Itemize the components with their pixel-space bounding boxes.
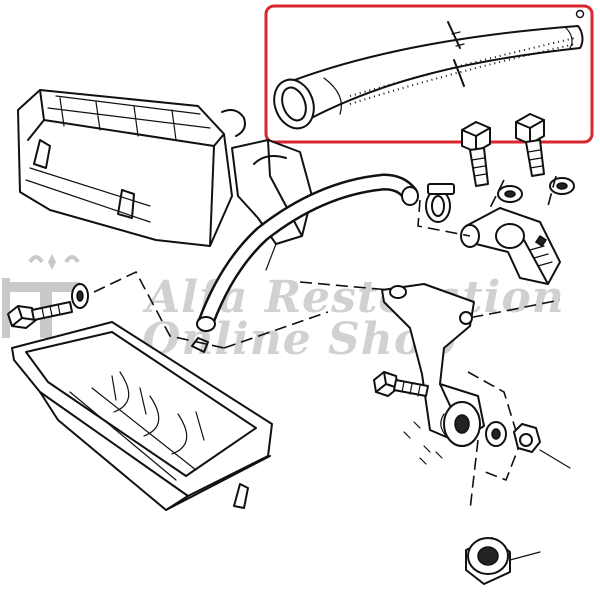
bolt-upper-left[interactable] xyxy=(461,121,491,187)
highlight-box xyxy=(264,4,594,144)
leader-line-nut xyxy=(539,449,571,469)
hose-clamp[interactable] xyxy=(425,183,455,223)
intake-hose[interactable] xyxy=(268,9,585,134)
bolt-lower-left[interactable] xyxy=(7,301,73,329)
washer-lower-left[interactable] xyxy=(71,283,89,309)
washer-upper-right[interactable] xyxy=(549,177,575,195)
air-filter-cover[interactable] xyxy=(17,89,246,247)
breather-hose[interactable] xyxy=(196,173,419,332)
bracket-bushing[interactable] xyxy=(440,401,481,447)
rubber-spacer[interactable] xyxy=(465,537,541,585)
bolt-upper-right[interactable] xyxy=(515,113,545,177)
throttle-fitting[interactable] xyxy=(460,207,561,285)
bolt-bracket[interactable] xyxy=(373,371,429,397)
washer-lower-right[interactable] xyxy=(485,421,507,447)
air-filter-base[interactable] xyxy=(11,321,273,511)
washer-upper-left[interactable] xyxy=(497,185,523,203)
nut-lower-right[interactable] xyxy=(513,423,541,453)
